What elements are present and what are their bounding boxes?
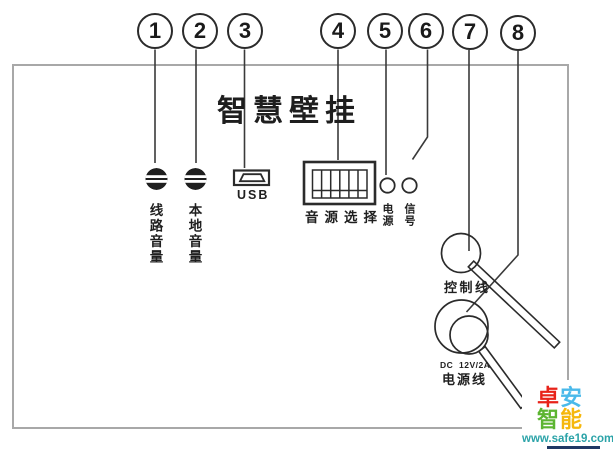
callout-5: 5 [367, 13, 403, 49]
power-connector-icon [434, 299, 489, 355]
usb-label: USB [237, 188, 270, 202]
callout-line-8 [465, 51, 519, 313]
local-volume-knob-icon [184, 168, 207, 190]
power-cable-icon [477, 345, 529, 410]
page-title: 智慧壁挂 [217, 95, 361, 128]
brand-char-zhuo: 卓 [537, 385, 561, 410]
brand-char-zhi: 智 [537, 407, 561, 432]
brand-logo-row-2: 智能 [537, 409, 583, 431]
local-volume-label: 本地音量 [186, 203, 202, 265]
callout-8: 8 [500, 15, 536, 51]
line-volume-knob-icon [145, 168, 168, 190]
callout-6: 6 [408, 13, 444, 49]
power-spec-label: DC 12V/2A [440, 360, 491, 370]
brand-logo-row-1: 卓安 [537, 387, 583, 409]
callout-line-6 [411, 49, 429, 160]
callout-lines [154, 49, 519, 313]
power-line-label: 电源线 [442, 372, 488, 387]
callout-3: 3 [227, 13, 263, 49]
audio-source-label: 音源选择 [305, 210, 383, 225]
callout-4: 4 [320, 13, 356, 49]
signal-led-icon [401, 177, 418, 194]
brand-char-an: 安 [560, 385, 584, 410]
power-led-label: 电源 [381, 203, 393, 227]
power-led-icon [379, 177, 396, 194]
callout-1: 1 [137, 13, 173, 49]
callout-2: 2 [182, 13, 218, 49]
brand-logo: 卓安 智能 www.safe19.com [522, 380, 613, 451]
control-line-label: 控制线 [444, 280, 491, 295]
dip-switch-icon [302, 160, 377, 206]
control-connector-icon [440, 232, 482, 274]
signal-led-label: 信号 [403, 203, 415, 227]
brand-url-underline [547, 446, 600, 449]
brand-char-neng: 能 [560, 407, 584, 432]
panel-outline [12, 64, 569, 429]
control-cable-icon [467, 259, 561, 350]
callout-7: 7 [452, 14, 488, 50]
line-volume-label: 线路音量 [147, 203, 163, 265]
brand-url[interactable]: www.safe19.com [522, 433, 613, 445]
usb-port-icon [232, 169, 271, 187]
